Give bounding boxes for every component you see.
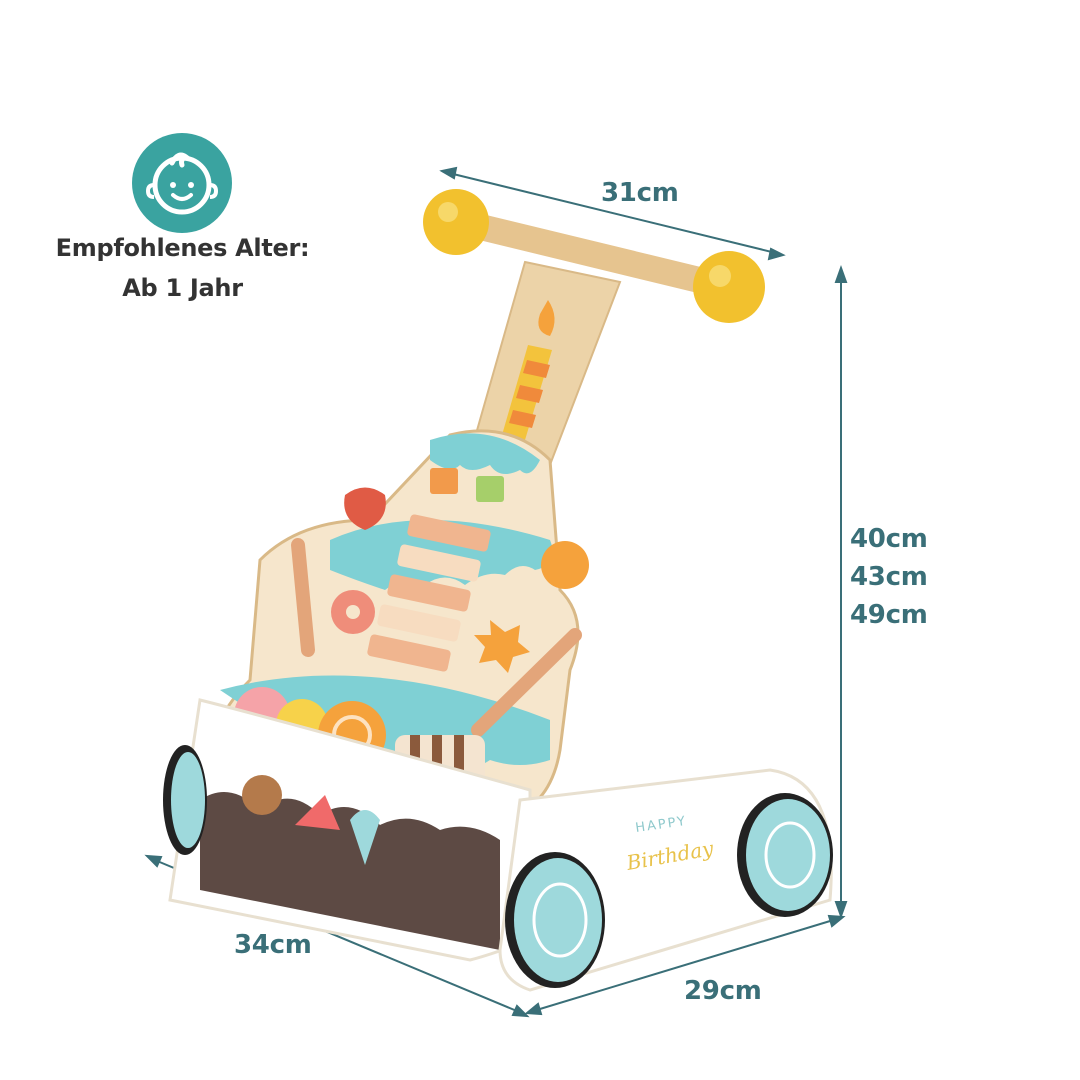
height-options: 40cm 43cm 49cm [850,520,928,634]
xylophone [367,514,491,672]
wheel [505,852,605,988]
print-happy: HAPPY [634,814,688,836]
age-recommendation: Empfohlenes Alter: Ab 1 Jahr [40,228,325,308]
height-label: 43cm [850,562,928,592]
wheel [163,745,207,855]
bead-stick [471,628,582,737]
age-value: Ab 1 Jahr [122,274,243,302]
bear-piece [541,541,589,589]
cookie-piece [242,775,282,815]
watermelon-piece [295,795,340,830]
depth-label: 34cm [234,930,312,960]
strawberry-piece [344,487,386,530]
sliding-block [476,476,504,502]
candle-decoration [502,300,555,440]
height-label: 49cm [850,600,928,630]
dimension-lines [144,166,848,1018]
wheel [737,793,833,917]
handle-width-label: 31cm [601,178,679,208]
push-handle [423,189,765,323]
baby-face-icon [132,133,232,233]
icecream-piece [350,810,380,865]
star-piece [474,620,530,673]
height-label: 40cm [850,524,928,554]
bead-stick [291,538,315,657]
side-length-label: 29cm [684,976,762,1006]
age-label: Empfohlenes Alter: [55,234,310,262]
chocolate-band [200,792,500,950]
sliding-block [430,468,458,494]
